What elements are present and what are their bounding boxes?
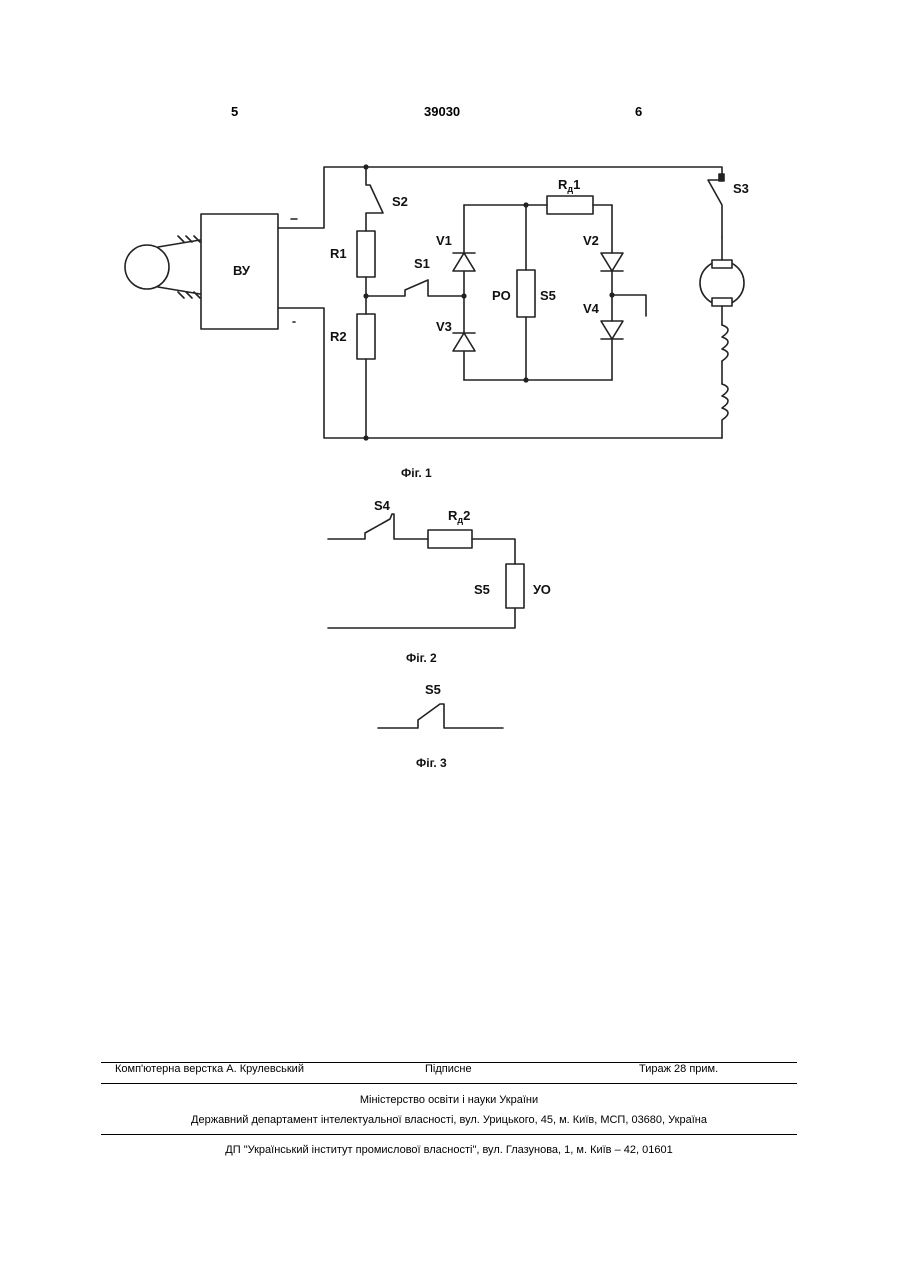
resistor-r2	[357, 314, 375, 359]
rd1-label: Rд1	[558, 177, 580, 194]
diode-v3	[453, 333, 475, 351]
footer-rule-bottom	[101, 1134, 797, 1135]
switch-s3	[708, 180, 722, 237]
fig2-caption: Фіг. 2	[406, 651, 437, 665]
s3-dot	[719, 174, 724, 181]
diode-v4	[601, 321, 623, 339]
s5-fig3-label: S5	[425, 682, 441, 697]
yo-label: УО	[533, 582, 551, 597]
resistor-r1	[357, 231, 375, 277]
fig3-caption: Фіг. 3	[416, 756, 447, 770]
fig2-diagram	[328, 514, 524, 628]
fig1-diagram	[125, 167, 744, 438]
v2-label: V2	[583, 233, 599, 248]
footer-department: Державний департамент інтелектуальної вл…	[101, 1114, 797, 1126]
v1-label: V1	[436, 233, 452, 248]
vu-label: ВУ	[233, 263, 251, 278]
field-winding-2	[722, 384, 728, 438]
r1-label: R1	[330, 246, 347, 261]
footer-rule-middle	[101, 1083, 797, 1084]
s4-label: S4	[374, 498, 391, 513]
footer-institute: ДП "Український інститут промислової вла…	[101, 1144, 797, 1156]
s5-fig2-label: S5	[474, 582, 490, 597]
generator-circle	[125, 245, 169, 289]
po-label: PO	[492, 288, 511, 303]
switch-s1	[366, 280, 464, 296]
v3-label: V3	[436, 319, 452, 334]
footer-circulation: Тираж 28 прим.	[639, 1063, 718, 1075]
relay-po	[517, 270, 535, 317]
v4-label: V4	[583, 301, 600, 316]
rd2-label: Rд2	[448, 508, 470, 525]
field-winding-1	[722, 325, 728, 361]
s3-label: S3	[733, 181, 749, 196]
footer-ministry: Міністерство освіти і науки України	[101, 1094, 797, 1106]
footer-layout-credit: Комп'ютерна верстка А. Крулевський	[115, 1063, 304, 1075]
diode-v1	[453, 253, 475, 271]
fig1-caption: Фіг. 1	[401, 466, 432, 480]
r2-label: R2	[330, 329, 347, 344]
switch-s2	[366, 167, 383, 231]
relay-yo	[506, 564, 524, 608]
diode-v2	[601, 253, 623, 271]
generator-brush-top	[158, 236, 200, 247]
fig3-diagram	[378, 704, 503, 728]
footer-signed: Підписне	[425, 1063, 472, 1075]
resistor-rd1	[547, 196, 593, 214]
s1-label: S1	[414, 256, 430, 271]
s2-label: S2	[392, 194, 408, 209]
s5-fig1-label: S5	[540, 288, 556, 303]
generator-brush-bottom	[158, 287, 200, 298]
resistor-rd2	[428, 530, 472, 548]
